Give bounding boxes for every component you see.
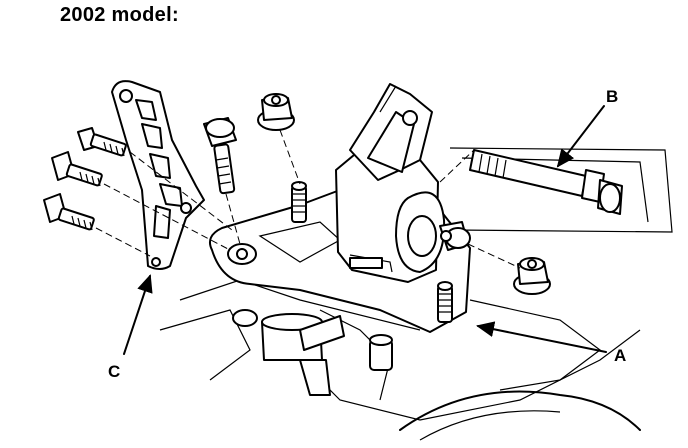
center-bolt xyxy=(203,117,237,195)
callout-label-c: C xyxy=(108,362,120,381)
lower-fittings xyxy=(232,309,393,396)
upper-arm xyxy=(349,83,433,181)
alignment-lines xyxy=(95,129,521,269)
callout-arrows xyxy=(123,105,607,355)
bolt-left-bottom xyxy=(43,193,95,231)
base-stud-right xyxy=(437,281,453,323)
flange-nut-right xyxy=(513,257,551,295)
rubber-mount xyxy=(335,149,446,283)
side-bolt-head xyxy=(439,221,471,251)
page-title: 2002 model: xyxy=(60,4,179,26)
callout-label-a: A xyxy=(614,346,626,365)
long-through-bolt-b xyxy=(469,149,623,215)
base-stud-left xyxy=(291,181,307,223)
callout-label-b: B xyxy=(606,87,618,106)
bolt-left-top xyxy=(77,127,127,157)
flange-nut-top xyxy=(257,93,295,131)
engine-mount-bracket-c xyxy=(111,80,205,270)
bolt-left-middle xyxy=(51,151,103,187)
